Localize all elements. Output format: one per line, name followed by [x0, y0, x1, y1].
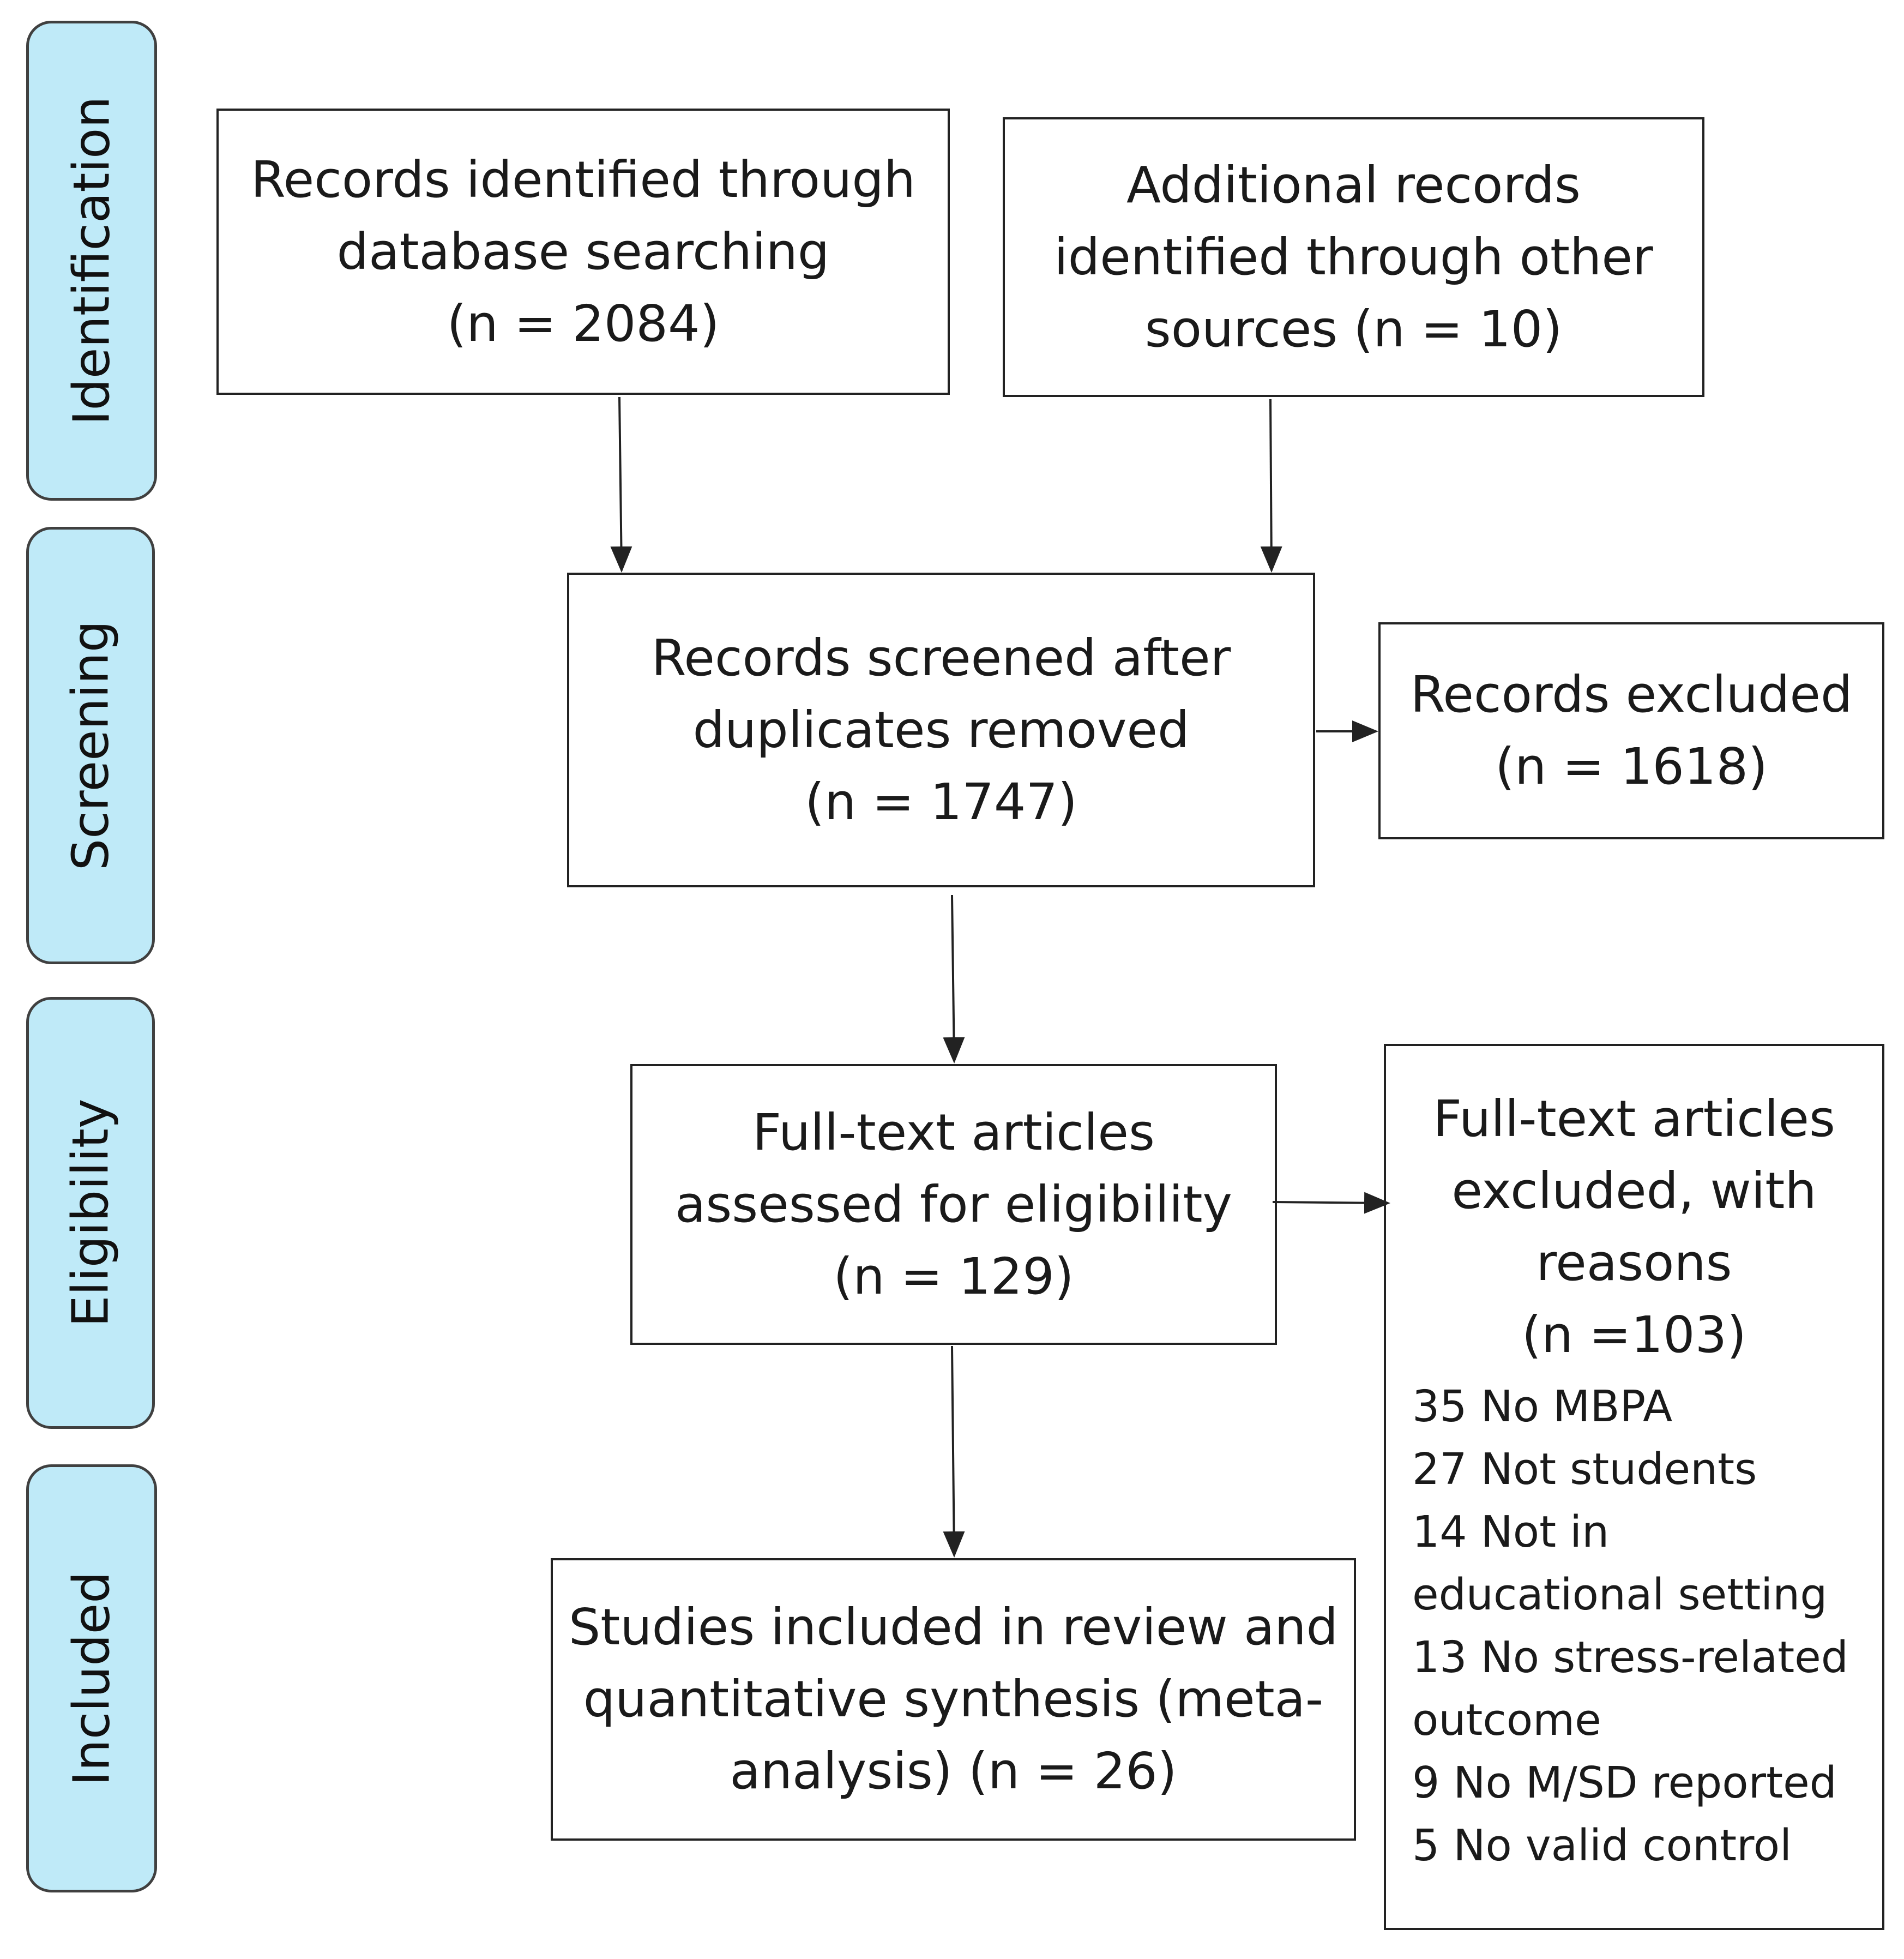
box-full-text-assessed: Full-text articles assessed for eligibil… — [630, 1064, 1277, 1345]
box-full-text-excluded: Full-text articles excluded, with reason… — [1384, 1044, 1884, 1930]
box-records-excluded: Records excluded (n = 1618) — [1378, 622, 1884, 839]
exclusion-reason: 35 No MBPA — [1412, 1381, 1673, 1432]
stage-identification: Identification — [26, 21, 157, 501]
arrow-other-to-screened — [1260, 399, 1282, 573]
box-line: quantitative synthesis (meta- — [583, 1670, 1324, 1728]
box-line: Records screened after — [651, 628, 1231, 687]
box-line: excluded, with — [1451, 1162, 1817, 1220]
box-line: identified through other — [1054, 227, 1653, 286]
stage-screening: Screening — [26, 527, 155, 964]
box-records-screened: Records screened after duplicates remove… — [567, 573, 1315, 887]
box-line: Additional records — [1126, 155, 1581, 214]
box-line: duplicates removed — [692, 700, 1190, 759]
exclusion-reason: 9 No M/SD reported — [1412, 1758, 1837, 1808]
exclusion-reasons-list: 35 No MBPA 27 Not students 14 Not in edu… — [1386, 1375, 1848, 1877]
box-other-sources: Additional records identified through ot… — [1003, 117, 1704, 397]
arrow-database-to-screened — [610, 396, 632, 573]
box-line: database searching — [336, 222, 830, 281]
box-line: reasons — [1536, 1234, 1732, 1292]
exclusion-reason: 13 No stress-related — [1412, 1632, 1848, 1682]
box-line: Studies included in review and — [568, 1598, 1339, 1656]
box-database-records: Records identified through database sear… — [216, 109, 950, 395]
box-line: (n = 1747) — [805, 772, 1077, 831]
exclusion-reason: 5 No valid control — [1412, 1820, 1792, 1871]
box-line: Full-text articles — [752, 1103, 1155, 1162]
box-line: (n = 129) — [833, 1247, 1074, 1306]
box-line: (n =103) — [1521, 1306, 1747, 1364]
box-line: Full-text articles — [1433, 1090, 1835, 1148]
arrow-fulltext-to-included — [943, 1345, 965, 1558]
arrow-screened-to-fulltext — [943, 894, 965, 1063]
exclusion-reason: 14 Not in — [1412, 1507, 1610, 1557]
exclusion-reason: outcome — [1412, 1695, 1601, 1745]
box-line: (n = 2084) — [447, 294, 720, 353]
box-line: assessed for eligibility — [675, 1175, 1232, 1234]
box-line: (n = 1618) — [1495, 737, 1768, 796]
box-line: Records identified through — [250, 150, 916, 209]
exclusion-reason: 27 Not students — [1412, 1444, 1757, 1494]
box-included-studies: Studies included in review and quantitat… — [551, 1558, 1356, 1841]
stage-eligibility: Eligibility — [26, 997, 155, 1429]
box-line: Records excluded — [1410, 665, 1853, 724]
exclusion-reason: educational setting — [1412, 1570, 1828, 1620]
stage-included: Included — [26, 1464, 157, 1892]
arrow-fulltext-to-excluded-reasons — [1272, 1192, 1390, 1214]
box-line: analysis) (n = 26) — [730, 1742, 1177, 1800]
box-line: sources (n = 10) — [1144, 299, 1563, 358]
